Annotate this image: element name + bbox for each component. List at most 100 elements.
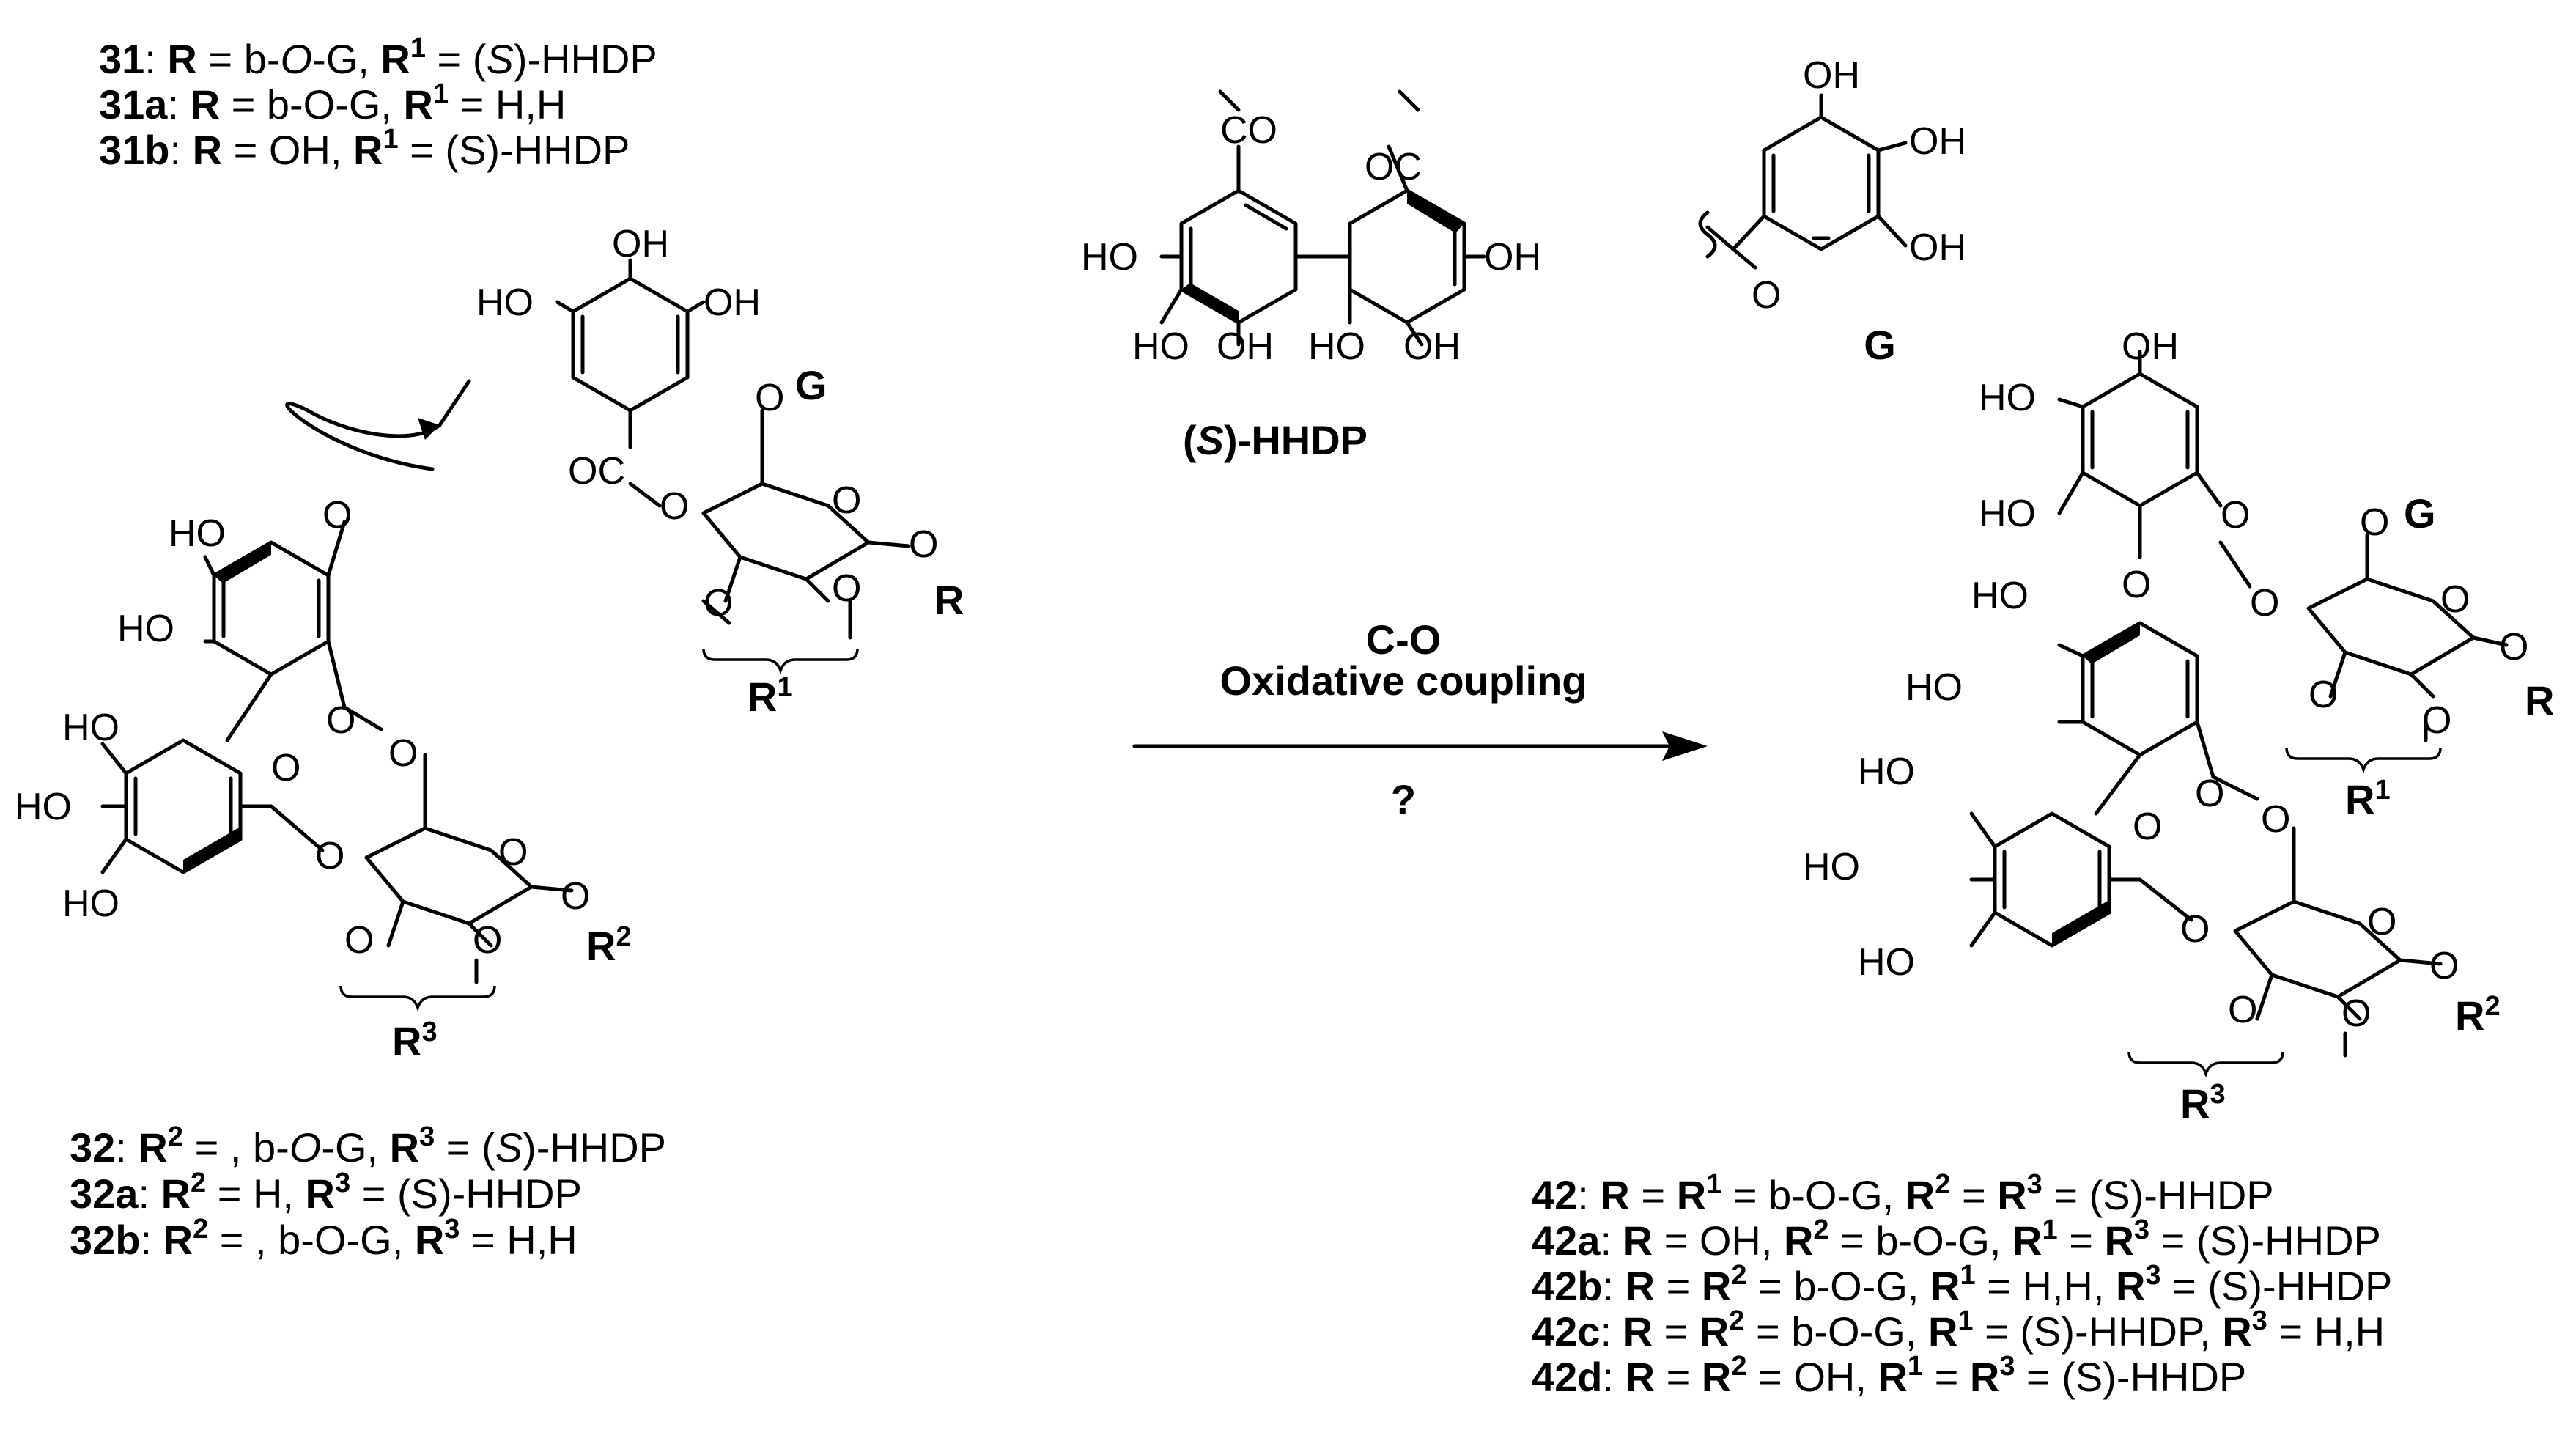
r32-r3: R3 [392,1017,438,1064]
r31-o6: O [755,377,784,419]
label-part: R [1625,1263,1655,1309]
p-o-bridge: O [2122,564,2151,606]
p-o3-upper: O [2309,674,2338,716]
label-part: R [1623,1217,1653,1264]
label-part: R [380,36,410,82]
hhdp-oc-right: OC [1365,146,1422,188]
p-o-mid-ester: O [2261,798,2290,841]
label-part: 1 [2042,1215,2058,1245]
label-part: R [1905,1172,1935,1218]
reaction-condition-bond: C-O [1366,616,1442,663]
label-part: 42b [1532,1263,1603,1309]
label-part: = (S)-HHDP [399,127,630,173]
compound-31a-label: 31a: R = b-O-G, R1 = H,H [99,78,566,128]
label-part: O [289,1124,322,1171]
label-part: 2 [1935,1169,1950,1200]
hhdp-co-left: CO [1220,109,1277,152]
label-part: 2 [191,1168,206,1198]
label-part: -G, [312,36,380,82]
r31-oc: OC [568,450,625,493]
label-part: 42a [1532,1217,1601,1264]
label-part: 42d [1532,1354,1603,1400]
product-structure [1969,350,2509,1078]
galloyl-label: G [1864,322,1896,368]
label-part: 31b [99,127,170,173]
label-part: 32b [70,1217,141,1263]
label-part: = H,H [2267,1308,2385,1355]
label-part: R [2116,1263,2145,1309]
label-part: 3 [2252,1305,2267,1336]
r32-o-upper-ester: O [388,732,418,775]
reaction-arrow [1132,731,1708,761]
r32-ho-5: HO [62,882,119,925]
r31-o3: O [704,582,733,624]
label-part: = ( [435,1124,495,1171]
compound-42c-label: 42c: R = R2 = b-O-G, R1 = (S)-HHDP, R3 =… [1532,1305,2385,1355]
label-part: R [415,1217,444,1263]
label-part: = [1923,1354,1970,1400]
label-part: R [138,1124,167,1171]
label-part: R [306,1171,335,1217]
label-part: = b-O-G, [220,81,404,128]
label-part: : [144,36,167,82]
reaction-condition-name: Oxidative coupling [1220,657,1587,704]
label-part: = , b- [183,1124,289,1171]
label-part: 3 [335,1168,350,1198]
p-ho-3: HO [1971,575,2029,617]
p-r: R [2525,677,2554,723]
p-o2-upper: O [2422,699,2451,742]
label-part: = b-O-G, [1829,1217,2013,1264]
label-part: : [1600,1308,1623,1355]
label-part: 3 [2134,1215,2149,1245]
label-part: R [161,1171,191,1217]
hhdp-oh-bottom-4: OH [1403,325,1461,368]
p-g: G [2404,490,2436,537]
r32-ho-2: HO [117,608,174,650]
label-part: R [1784,1217,1813,1264]
label-part: = [1630,1172,1677,1218]
label-part: 42 [1532,1172,1577,1218]
label-part: S [495,1124,523,1171]
label-part: = (S)-HHDP [2015,1354,2246,1400]
label-part: : [1603,1263,1625,1309]
label-part: 1 [383,124,398,155]
compound-31-label: 31: R = b-O-G, R1 = (S)-HHDP [99,33,657,82]
r31-ring-o: O [832,479,861,522]
label-part: : [1603,1354,1625,1400]
label-part: )-HHDP [523,1124,666,1171]
label-part: = [1653,1308,1700,1355]
r32-ho-3: HO [62,707,119,749]
label-part: R [404,81,433,128]
label-part: = OH, [222,127,353,173]
r32-o-ester: O [315,835,344,877]
r32-o1: O [561,875,590,918]
p-co: O [2221,494,2250,537]
r32-ho-1: HO [169,512,226,555]
label-part: 1 [1706,1169,1721,1200]
p-ho-7: HO [1858,941,1915,984]
r32-o-radical: O [322,494,352,537]
hhdp-ho-left: HO [1081,236,1138,279]
hhdp-label: (S)-HHDP [1183,417,1368,463]
hhdp-structure [1159,89,1486,347]
compound-32a-label: 32a: R2 = H, R3 = (S)-HHDP [70,1168,582,1217]
label-part: R [163,1217,193,1263]
label-part: = b- [197,36,281,82]
compound-32b-label: 32b: R2 = , b-O-G, R3 = H,H [70,1214,577,1263]
p-o3-lower: O [2228,989,2257,1031]
label-part: = (S)-HHDP [2161,1263,2393,1309]
p-o2-lower: O [2341,992,2371,1035]
label-part: 3 [419,1121,435,1152]
label-part: : [170,127,193,173]
label-part: = [1950,1172,1997,1218]
label-part: = (S)-HHDP [350,1171,582,1217]
p-ho-1: HO [1979,377,2036,419]
reactant-structures [100,258,911,1012]
compound-42d-label: 42d: R = R2 = OH, R1 = R3 = (S)-HHDP [1532,1351,2246,1400]
label-part: 3 [2027,1169,2042,1200]
galloyl-carbonyl-o: O [1752,274,1781,317]
label-part: : [1600,1217,1623,1264]
label-part: = H,H, [1976,1263,2116,1309]
r31-o1: O [909,523,938,566]
